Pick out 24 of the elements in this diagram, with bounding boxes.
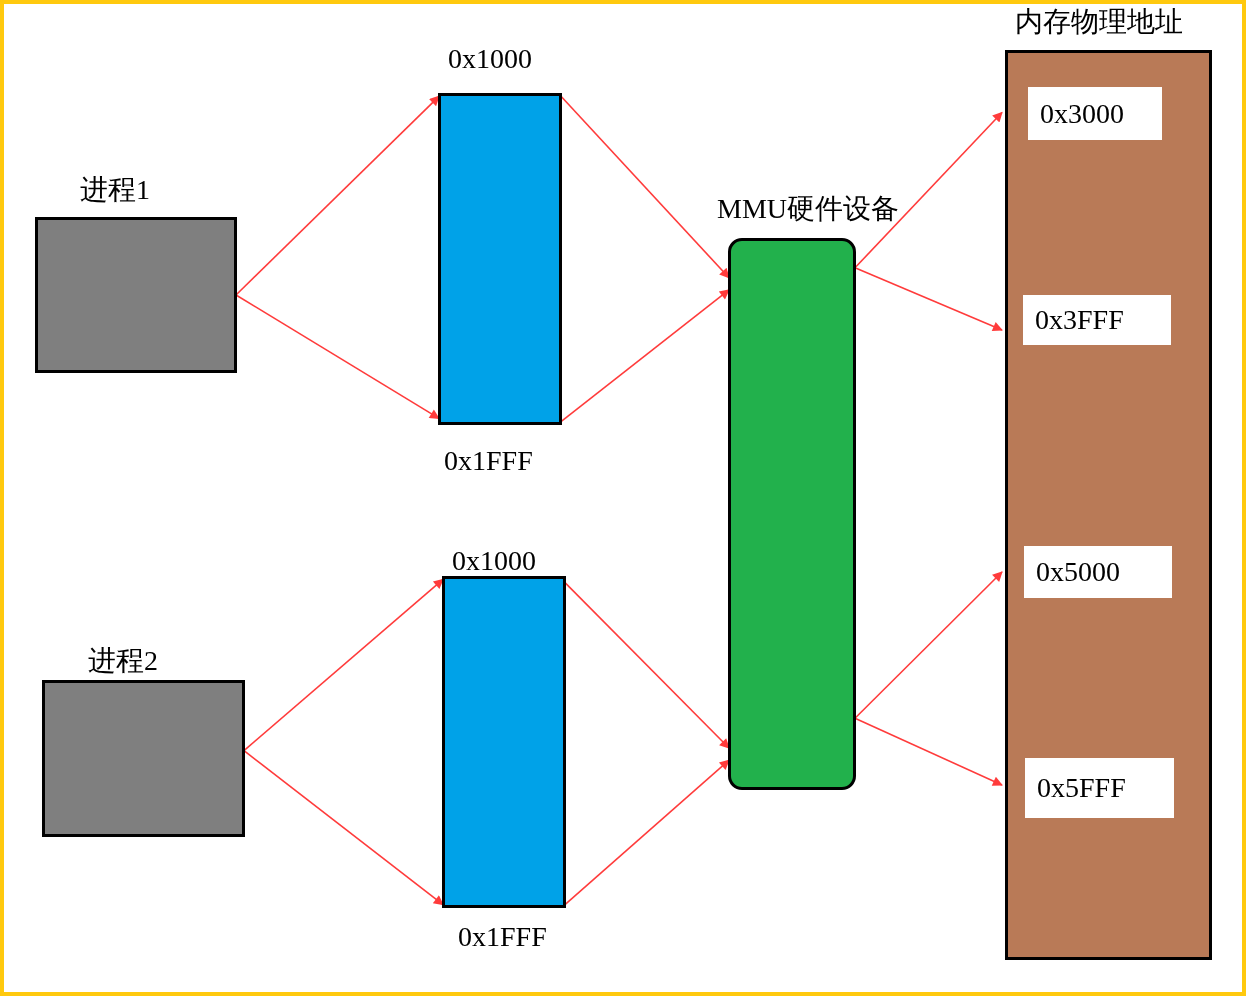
arrow: [560, 289, 730, 423]
arrow: [235, 294, 440, 420]
address-box: 0x5000: [1024, 546, 1172, 598]
address-label: 0x1FFF: [444, 445, 533, 477]
heading: 内存物理地址: [1015, 6, 1183, 38]
address-label: 0x1000: [448, 43, 532, 75]
address-label: 0x1FFF: [458, 921, 547, 953]
address-label: 0x1000: [452, 545, 536, 577]
arrow: [243, 578, 444, 752]
arrow: [564, 759, 730, 906]
arrow: [560, 95, 730, 279]
arrow: [854, 717, 1003, 786]
arrow: [243, 749, 444, 906]
arrow: [564, 581, 730, 749]
heading: 进程2: [88, 645, 158, 677]
address-box: 0x3000: [1028, 87, 1162, 140]
arrow: [854, 571, 1003, 720]
arrow: [854, 111, 1003, 269]
arrow: [235, 95, 440, 296]
heading: MMU硬件设备: [717, 193, 899, 225]
address-box: 0x5FFF: [1025, 758, 1174, 818]
address-box: 0x3FFF: [1023, 295, 1171, 345]
heading: 进程1: [80, 174, 150, 206]
arrow: [854, 267, 1003, 332]
